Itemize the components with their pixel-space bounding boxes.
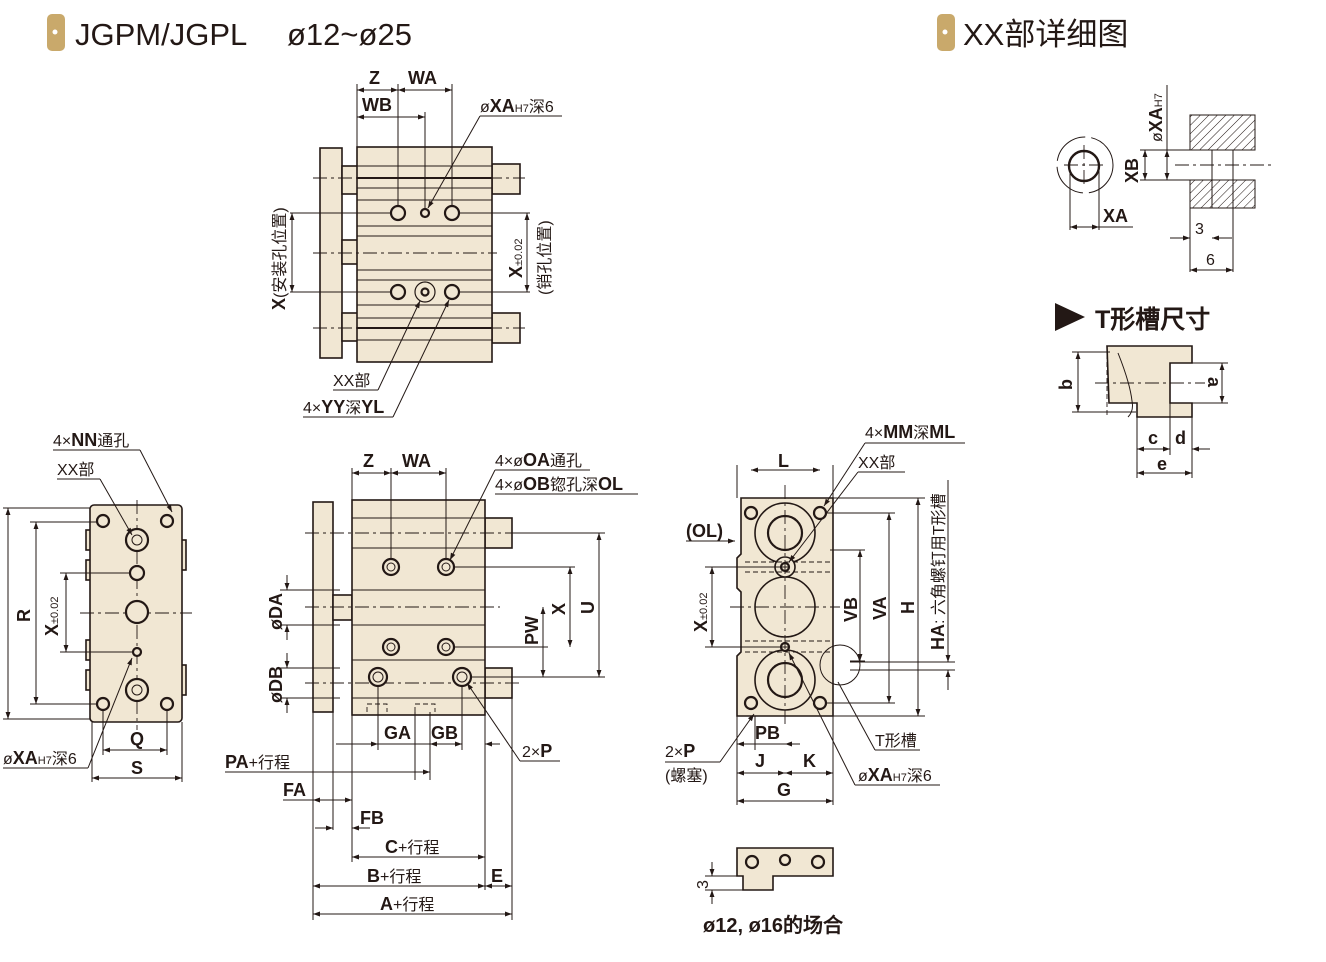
dim-a: A+行程 (380, 894, 434, 914)
dim-pb: PB (755, 723, 780, 743)
dim-va: VA (870, 596, 890, 620)
dim-b: b (1056, 379, 1076, 390)
dim-6: 6 (1206, 252, 1215, 269)
dim-wa: WA (402, 451, 431, 471)
dim-k: K (803, 751, 816, 771)
dim-l: L (778, 451, 789, 471)
dim-x: X±0.02 (42, 597, 62, 636)
t-slot-title: T形槽尺寸 (1095, 305, 1210, 334)
label-xa-hole: øXAH7深6 (858, 765, 932, 785)
label-xx-part: XX部 (57, 461, 94, 479)
dim-wa: WA (408, 68, 437, 88)
top-view: Z WA WB øXAH7深6 X(安装孔位置) X±0.02 (销孔位置) X… (269, 68, 562, 418)
mounting-hole (443, 283, 461, 301)
label-port-p: 2×P (665, 741, 695, 761)
dim-xa-width: XA (1103, 206, 1128, 226)
dim-ga: GA (384, 723, 411, 743)
dim-x-mount: X(安装孔位置) (269, 207, 289, 310)
label-ob: 4×øOB锪孔深OL (495, 474, 623, 494)
dim-z: Z (369, 68, 380, 88)
dim-b: B+行程 (367, 866, 421, 886)
dim-h: H (898, 601, 918, 614)
label-xx-part: XX部 (858, 454, 895, 472)
mounting-hole (389, 283, 407, 301)
label-xa-hole: øXAH7深6 (3, 748, 77, 768)
label-yy: 4×YY深YL (303, 397, 384, 417)
small-view-caption: ø12, ø16的场合 (703, 913, 844, 937)
pin-hole (419, 207, 431, 219)
dim-3: 3 (1195, 221, 1204, 238)
mounting-hole (443, 204, 461, 222)
label-xa-hole: øXAH7深6 (480, 96, 554, 116)
header-title: JGPM/JGPL (75, 17, 247, 52)
dim-j: J (755, 751, 765, 771)
label-nn: 4×NN通孔 (53, 430, 129, 450)
dim-e: e (1157, 454, 1167, 474)
label-pin-position: (销孔位置) (536, 220, 554, 295)
dim-pw: PW (522, 616, 542, 645)
dim-q: Q (130, 729, 144, 749)
left-header: JGPM/JGPL ø12~ø25 (47, 14, 412, 52)
dim-r: R (14, 609, 34, 622)
dim-wb: WB (362, 95, 392, 115)
dim-g: G (777, 780, 791, 800)
dim-c: c (1148, 428, 1158, 448)
xx-detail: XA XB øXAH7 3 6 (1056, 85, 1272, 273)
dim-3: 3 (695, 880, 712, 889)
dim-x: X (549, 603, 569, 615)
mounting-hole (389, 204, 407, 222)
label-mm: 4×MM深ML (865, 422, 955, 442)
dim-ol: (OL) (686, 521, 723, 541)
dim-gb: GB (431, 723, 458, 743)
label-t-slot: T形槽 (875, 732, 917, 750)
dim-da: øDA (266, 593, 286, 630)
dim-db: øDB (266, 666, 286, 703)
label-ha: HA: 六角螺钉用T形槽 (928, 493, 948, 650)
side-view: 4×NN通孔 XX部 R X±0.02 øXAH7深6 Q S (3, 430, 192, 782)
dim-fb: FB (360, 808, 384, 828)
dim-z: Z (363, 451, 374, 471)
dim-e: E (491, 866, 503, 886)
dim-c: C+行程 (385, 837, 439, 857)
dim-x-pin: X±0.02 (506, 239, 526, 278)
dim-xa-h7: øXAH7 (1146, 93, 1166, 142)
end-view: L 4×MM深ML XX部 (OL) X±0.02 VB VA H HA: 六角… (665, 422, 965, 805)
label-oa: 4×øOA通孔 (495, 450, 582, 470)
dim-pa: PA+行程 (225, 752, 290, 772)
t-slot-detail: T形槽尺寸 b a c d e (1055, 303, 1228, 478)
right-header: XX部详细图 (937, 14, 1128, 52)
small-size-view: 3 ø12, ø16的场合 (695, 847, 844, 937)
dim-a: a (1204, 377, 1224, 388)
dim-xb: XB (1122, 158, 1142, 183)
dim-vb: VB (841, 597, 861, 622)
label-port-p: 2×P (522, 741, 552, 761)
dim-d: d (1175, 428, 1186, 448)
dim-u: U (578, 601, 598, 614)
dim-x: X±0.02 (691, 593, 711, 632)
header-range: ø12~ø25 (287, 17, 412, 52)
dim-s: S (131, 758, 143, 778)
detail-header-title: XX部详细图 (963, 17, 1128, 52)
dim-fa: FA (283, 780, 306, 800)
triangle-bullet-icon (1055, 303, 1085, 331)
label-xx-part: XX部 (333, 372, 370, 390)
front-view: Z WA 4×øOA通孔 4×øOB锪孔深OL øDA øDB PW X U G… (225, 450, 638, 920)
label-plug: (螺塞) (665, 767, 708, 785)
